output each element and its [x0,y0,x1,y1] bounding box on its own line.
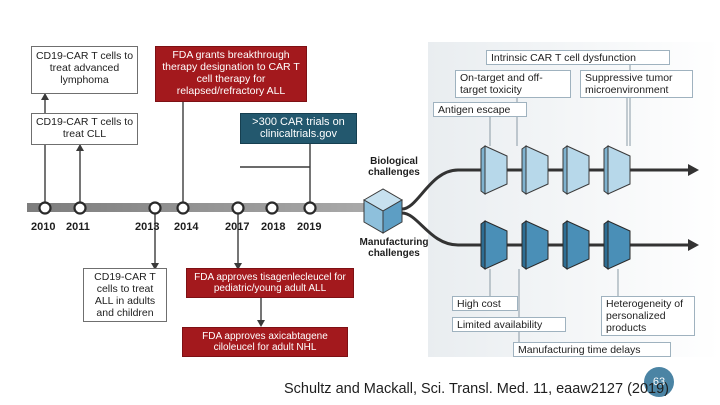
challenge-intrinsic-dysfunction: Intrinsic CAR T cell dysfunction [486,50,670,65]
year-label: 2010 [31,221,56,233]
citation: Schultz and Mackall, Sci. Transl. Med. 1… [284,381,669,397]
event-trials: >300 CAR trials on clinicaltrials.gov [240,113,357,144]
biological-challenges-label: Biological challenges [368,156,420,178]
year-label: 2011 [66,221,90,233]
timeline-markers [38,201,317,215]
event-tisagenlecleucel: FDA approves tisagenlecleucel for pediat… [186,268,354,298]
challenge-time-delays: Manufacturing time delays [513,342,671,357]
central-cube [363,188,403,234]
event-fda-breakthrough: FDA grants breakthrough therapy designat… [155,46,307,102]
challenge-suppressive-microenvironment: Suppressive tumor microenvironment [580,70,693,98]
challenge-antigen-escape: Antigen escape [433,102,527,117]
event-lymphoma: CD19-CAR T cells to treat advanced lymph… [31,46,138,94]
challenge-toxicity: On-target and off-target toxicity [455,70,571,98]
challenge-heterogeneity: Heterogeneity of personalized products [601,296,695,336]
year-label: 2013 [135,221,160,233]
event-all: CD19-CAR T cells to treat ALL in adults … [83,268,167,322]
event-axicabtagene: FDA approves axicabtagene ciloleucel for… [182,327,348,357]
manufacturing-shields [480,220,631,270]
branch-arrowheads [688,164,699,251]
manufacturing-challenges-label: Manufacturing challenges [359,237,429,259]
year-label: 2019 [297,221,322,233]
timeline-bar [27,203,365,212]
biological-shields [480,145,631,195]
event-cll: CD19-CAR T cells to treat CLL [31,113,138,145]
year-label: 2014 [174,221,199,233]
challenge-high-cost: High cost [452,296,518,311]
year-label: 2017 [225,221,250,233]
year-label: 2018 [261,221,286,233]
page-number-badge: 63 [644,367,674,397]
challenge-limited-availability: Limited availability [452,317,566,332]
